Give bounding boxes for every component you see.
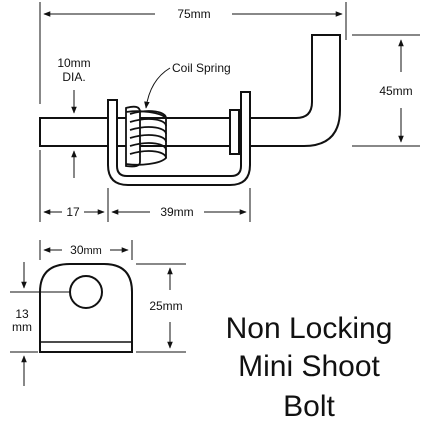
plate-height-label: 25mm <box>149 299 182 313</box>
side-view <box>39 34 341 186</box>
height-label: 45mm <box>379 84 412 98</box>
dimension-height <box>352 34 420 147</box>
dimension-plate-height <box>136 263 186 353</box>
product-title-line-1: Non Locking <box>225 312 393 345</box>
stop-plate <box>229 109 240 155</box>
dimension-plate-width <box>39 240 133 260</box>
plate-width-label: 30mm <box>70 243 102 257</box>
body-length-label: 39mm <box>160 205 193 219</box>
end-plate-hole <box>69 275 103 309</box>
hole-offset-value: 13 <box>15 307 29 321</box>
dimension-overall-length <box>39 2 347 104</box>
dimension-bottom-lengths <box>39 150 251 222</box>
coil-spring <box>125 105 167 168</box>
coil-spring-label: Coil Spring <box>172 61 231 75</box>
rod-diameter-unit: DIA. <box>62 70 85 84</box>
hole-offset-unit: mm <box>12 320 32 334</box>
overall-length-label: 75mm <box>177 7 210 21</box>
product-title-line-2: Mini Shoot <box>238 350 380 383</box>
rod-diameter-value: 10mm <box>57 56 90 70</box>
rod-end-label: 17 <box>66 205 80 219</box>
u-bracket <box>107 91 251 186</box>
dimension-hole-offset <box>10 262 70 386</box>
product-title-line-3: Bolt <box>283 390 335 423</box>
end-view <box>39 263 133 353</box>
coil-spring-leader <box>144 67 171 109</box>
bolt-rod <box>39 34 341 147</box>
